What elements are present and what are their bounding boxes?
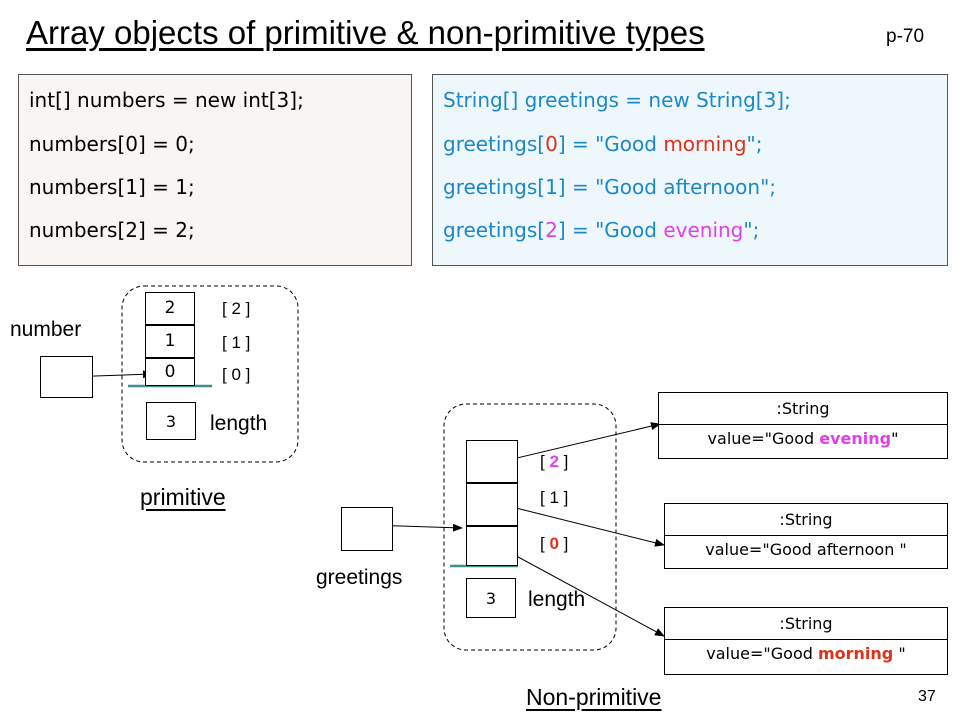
- code-line: greetings[1] = "Good afternoon";: [443, 175, 777, 199]
- code-line: numbers[2] = 2;: [29, 218, 195, 242]
- slide-number: 37: [918, 688, 936, 705]
- array-index-label: [ 1 ]: [222, 333, 251, 352]
- object-type-label: :String: [659, 393, 947, 425]
- nonprimitive-heading: Non-primitive: [526, 684, 662, 710]
- array-cell: [466, 483, 518, 526]
- object-type-label: :String: [665, 608, 947, 640]
- length-cell: 3: [466, 578, 516, 618]
- code-line: greetings[2] = "Good evening";: [443, 218, 760, 242]
- number-reference-cell: [40, 356, 93, 398]
- code-line: int[] numbers = new int[3];: [29, 88, 304, 112]
- code-line: String[] greetings = new String[3];: [443, 88, 791, 112]
- array-index-label: [ 1 ]: [540, 488, 569, 507]
- array-index-label: [ 2 ]: [540, 452, 569, 471]
- array-index-label: [ 2 ]: [222, 299, 251, 318]
- greetings-variable-label: greetings: [316, 566, 403, 589]
- length-label: length: [528, 588, 586, 611]
- array-cell: [466, 526, 518, 566]
- array-cell: 0: [145, 358, 195, 386]
- string-object-evening: :String value="Good evening": [658, 392, 948, 459]
- code-line: numbers[1] = 1;: [29, 175, 195, 199]
- object-value: value="Good morning ": [706, 644, 906, 663]
- array-cell: 1: [145, 325, 195, 358]
- code-line: numbers[0] = 0;: [29, 132, 195, 156]
- primitive-heading: primitive: [140, 484, 226, 510]
- length-cell: 3: [146, 402, 196, 440]
- primitive-array-container: [121, 285, 299, 463]
- string-object-morning: :String value="Good morning ": [664, 607, 948, 675]
- index2-arrow: [495, 422, 661, 464]
- index0-arrow: [495, 544, 665, 637]
- length-label: length: [210, 412, 268, 435]
- object-value: value="Good afternoon ": [705, 540, 907, 559]
- number-variable-label: number: [10, 318, 82, 341]
- code-line: greetings[0] = "Good morning";: [443, 132, 763, 156]
- slide-title: Array objects of primitive & non-primiti…: [26, 14, 705, 51]
- array-cell: [466, 440, 518, 483]
- array-index-label: [ 0 ]: [540, 534, 569, 553]
- index1-arrow: [495, 502, 665, 547]
- primitive-code-box: int[] numbers = new int[3]; numbers[0] =…: [18, 74, 412, 266]
- object-value: value="Good evening": [707, 429, 899, 448]
- array-index-label: [ 0 ]: [222, 365, 251, 384]
- object-type-label: :String: [665, 504, 947, 536]
- nonprimitive-array-container: [443, 403, 617, 651]
- array-cell: 2: [145, 292, 195, 325]
- page-reference: p-70: [886, 26, 925, 47]
- string-object-afternoon: :String value="Good afternoon ": [664, 503, 948, 569]
- greetings-reference-cell: [341, 507, 393, 551]
- nonprimitive-code-box: String[] greetings = new String[3]; gree…: [432, 74, 948, 266]
